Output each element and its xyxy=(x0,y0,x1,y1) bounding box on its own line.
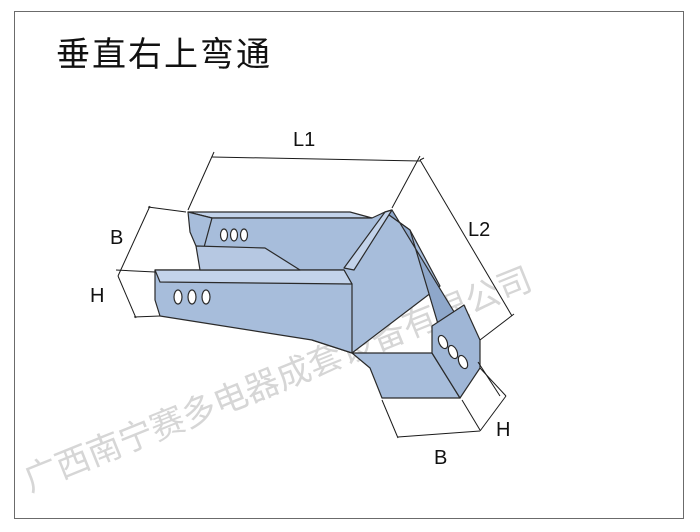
b-bottom-dimension-line xyxy=(397,430,481,438)
h-left-dimension-line xyxy=(117,275,137,319)
b-left-extension-top xyxy=(147,206,187,213)
l1-dimension-line xyxy=(211,156,421,162)
dimension-label-l1: L1 xyxy=(293,129,315,151)
slot-hole xyxy=(187,289,197,305)
dimension-label-h-left: H xyxy=(90,285,104,307)
l1-extension-left xyxy=(187,151,215,211)
dimension-label-b-bottom: B xyxy=(434,447,447,469)
slot-hole xyxy=(437,334,449,350)
slot-hole xyxy=(173,289,183,305)
tray-inner-baffle xyxy=(195,245,301,271)
slot-hole xyxy=(201,289,211,305)
inner-plate-holes xyxy=(219,228,249,242)
slot-hole xyxy=(239,228,249,242)
page-title: 垂直右上弯通 xyxy=(56,35,272,75)
slot-hole xyxy=(219,228,229,242)
end-plate-holes xyxy=(437,334,469,370)
slot-hole xyxy=(457,354,469,370)
dimension-label-b-left: B xyxy=(110,227,123,249)
b-bottom-extension-right xyxy=(479,395,507,432)
cable-tray-elbow xyxy=(154,209,481,399)
b-bottom-extension-left xyxy=(381,399,399,439)
front-plate-holes xyxy=(173,289,211,305)
h-right-extension-bottom xyxy=(461,399,481,431)
dimension-label-l2: L2 xyxy=(468,219,490,241)
h-left-extension-bottom xyxy=(133,315,161,318)
tray-top-flange xyxy=(343,209,393,271)
tray-bottom-plate xyxy=(351,352,461,399)
tray-back-wall xyxy=(187,211,373,219)
l2-extension-bottom xyxy=(479,313,515,341)
slot-hole xyxy=(447,344,459,360)
l1-extension-right xyxy=(391,155,421,209)
l2-dimension-line xyxy=(419,159,513,317)
b-left-extension-bottom xyxy=(115,269,156,273)
h-right-dimension-line xyxy=(477,361,501,397)
slot-hole xyxy=(229,228,239,242)
dimension-lines xyxy=(115,151,515,439)
h-right-extension-top xyxy=(479,367,507,397)
dimension-label-h-right: H xyxy=(496,419,510,441)
l2-extension-top xyxy=(419,157,425,161)
tray-front-lip xyxy=(154,269,353,285)
b-left-dimension-line xyxy=(117,205,151,277)
